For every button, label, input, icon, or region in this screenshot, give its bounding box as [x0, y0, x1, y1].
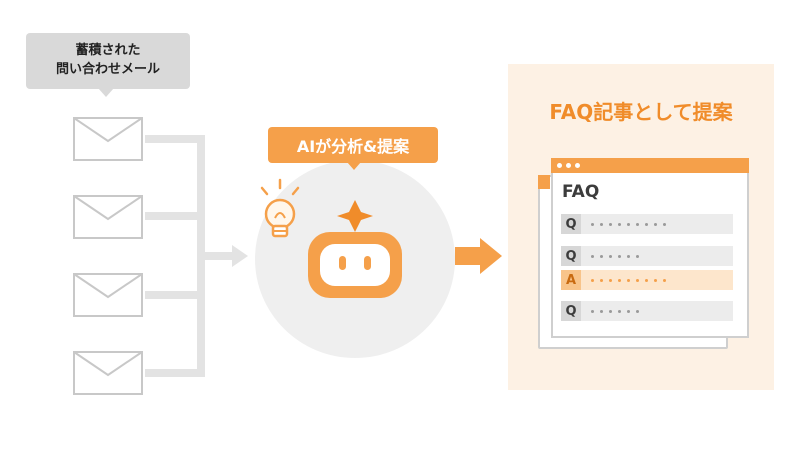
- envelope-icon: [73, 351, 143, 395]
- faq-row-letter: Q: [561, 214, 581, 234]
- ai-label-tail: [347, 162, 361, 170]
- window-dot-icon: [575, 163, 580, 168]
- faq-row: Q: [561, 301, 733, 321]
- faq-row-letter: A: [561, 270, 581, 290]
- source-label-line1: 蓄積された: [75, 43, 141, 59]
- faq-window-back-bar: [538, 175, 550, 189]
- faq-row-dots: [591, 254, 639, 258]
- window-dot-icon: [566, 163, 571, 168]
- source-label-box: 蓄積された 問い合わせメール: [26, 33, 190, 89]
- faq-row: A: [561, 270, 733, 290]
- faq-window-title: FAQ: [562, 182, 600, 202]
- source-label-tail: [98, 88, 114, 97]
- faq-window-titlebar: [551, 158, 749, 173]
- envelope-icon: [73, 117, 143, 161]
- faq-panel-title: FAQ記事として提案: [549, 100, 733, 124]
- faq-row-dots: [591, 309, 639, 313]
- faq-row-dots: [591, 222, 666, 226]
- faq-row: Q: [561, 246, 733, 266]
- faq-row-dots: [591, 278, 666, 282]
- faq-row: Q: [561, 214, 733, 234]
- ai-label: AIが分析&提案: [268, 127, 438, 163]
- envelope-icon: [73, 195, 143, 239]
- faq-row-letter: Q: [561, 301, 581, 321]
- source-label-line2: 問い合わせメール: [55, 62, 160, 77]
- faq-row-letter: Q: [561, 246, 581, 266]
- window-dot-icon: [557, 163, 562, 168]
- envelope-icon: [73, 273, 143, 317]
- robot-icon: [308, 200, 402, 298]
- lightbulb-icon: [260, 178, 300, 238]
